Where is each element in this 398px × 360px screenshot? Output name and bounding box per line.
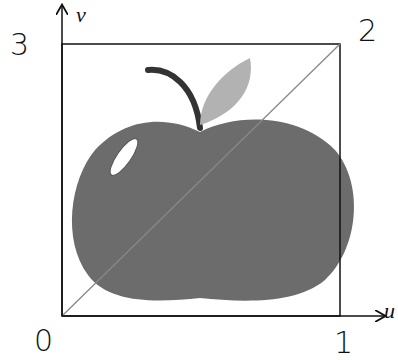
axis-label: v <box>76 4 86 26</box>
u-axis <box>62 315 384 317</box>
diagonal-line <box>62 44 340 316</box>
axis-label: u <box>384 300 395 322</box>
corner-number: 0 <box>34 326 53 356</box>
corner-number: 2 <box>358 16 377 46</box>
corner-number: 3 <box>10 30 29 60</box>
corner-number: 1 <box>334 328 353 358</box>
apple-body <box>72 120 354 301</box>
uv-square <box>62 44 340 316</box>
apple-leaf <box>200 58 251 125</box>
v-axis <box>61 6 63 316</box>
apple-stem <box>148 70 200 128</box>
apple-highlight <box>106 135 143 179</box>
